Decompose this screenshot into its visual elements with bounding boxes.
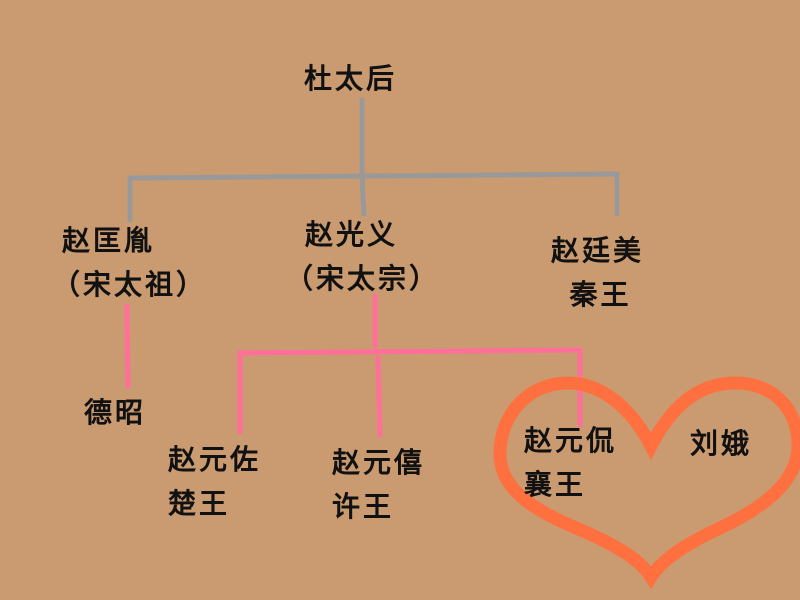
node-name: 赵廷美 xyxy=(551,234,645,267)
node-zhao-tingmei: 赵廷美 秦王 xyxy=(551,229,644,317)
node-title: （宋太祖） xyxy=(52,268,208,301)
node-title: 秦王 xyxy=(569,278,632,311)
node-title: 许王 xyxy=(332,490,395,523)
node-name: 德昭 xyxy=(84,396,147,429)
node-name: 赵光义 xyxy=(305,218,399,251)
node-zhao-guangyi: 赵光义 （宋太宗） xyxy=(285,213,440,301)
node-name: 赵元佐 xyxy=(168,443,262,476)
node-title: 襄王 xyxy=(524,468,587,501)
node-dezhao: 德昭 xyxy=(84,391,146,435)
node-name: 赵元僖 xyxy=(332,446,426,479)
node-name: 杜太后 xyxy=(304,62,398,95)
node-zhao-yuanxi: 赵元僖 许王 xyxy=(332,441,425,529)
node-du-taihou: 杜太后 xyxy=(304,57,397,101)
node-title: 楚王 xyxy=(168,487,231,520)
node-liu-e: 刘娥 xyxy=(690,422,752,466)
node-zhao-kuangyin: 赵匡胤 （宋太祖） xyxy=(52,219,207,307)
heart-icon xyxy=(493,376,800,590)
node-zhao-yuankan: 赵元侃 襄王 xyxy=(524,419,617,507)
node-title: （宋太宗） xyxy=(285,262,441,295)
node-name: 赵匡胤 xyxy=(62,224,156,257)
node-zhao-yuanzuo: 赵元佐 楚王 xyxy=(168,438,261,526)
node-name: 刘娥 xyxy=(690,427,753,460)
gen1-connectors xyxy=(127,97,620,223)
node-name: 赵元侃 xyxy=(524,424,618,457)
